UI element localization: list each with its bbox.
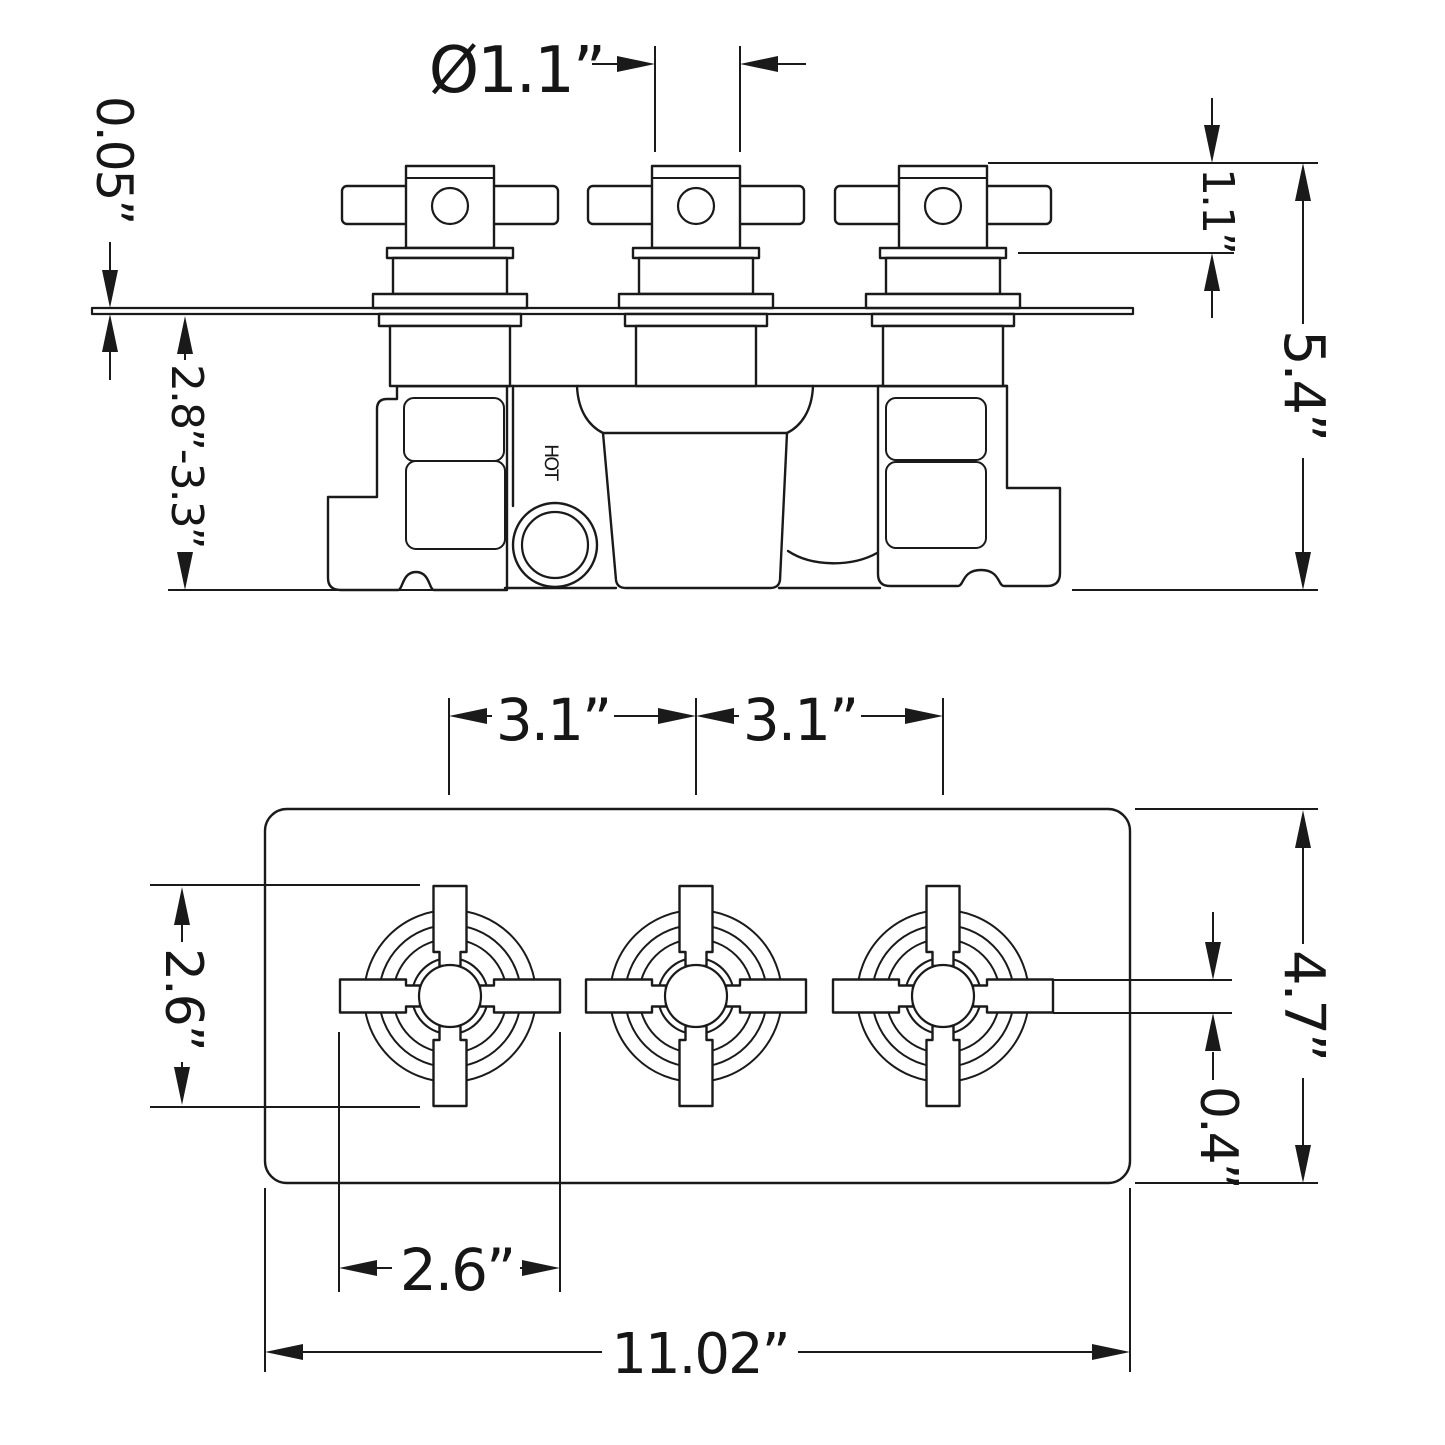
dim-stem-diameter-label: Ø1.1” <box>429 34 604 108</box>
dim-overall-height-label: 5.4” <box>1271 330 1336 440</box>
dim-depth-range-label: 2.8”-3.3” <box>161 364 212 547</box>
dim-arm-width: 0.4” <box>1053 912 1248 1188</box>
dim-spacing-left-label: 3.1” <box>496 686 610 754</box>
handle-middle-elevation <box>586 164 806 388</box>
body-left-block <box>326 384 509 592</box>
dim-handle-height-label: 1.1” <box>1192 168 1243 253</box>
dim-plate-height-label: 4.7” <box>1271 950 1336 1060</box>
dim-stem-diameter: Ø1.1” <box>429 34 806 152</box>
dim-handle-spacing: 3.1” 3.1” <box>448 686 944 795</box>
dim-plate-width: 11.02” <box>264 1188 1131 1387</box>
dim-depth-range: 2.8”-3.3” <box>161 316 438 591</box>
handle-right-elevation <box>833 164 1053 388</box>
dim-plate-thickness: 0.05” <box>85 96 143 380</box>
dim-arm-width-label: 0.4” <box>1188 1086 1248 1188</box>
elevation-view: HOT Ø1.1” 0.05” 2.8”-3.3” <box>85 34 1336 592</box>
valve-rough-in-body: HOT <box>326 384 1062 592</box>
body-right-block <box>876 384 1062 588</box>
dim-plate-height: 4.7” <box>1135 808 1336 1184</box>
plan-view: 3.1” 3.1” 2.6” 2.6” <box>150 686 1336 1387</box>
dim-plate-width-label: 11.02” <box>611 1322 788 1387</box>
dim-plate-thickness-label: 0.05” <box>85 96 143 223</box>
dim-vertical-span: 2.6” <box>150 884 420 1108</box>
handle-left-elevation <box>340 164 560 388</box>
dim-handle-height: 1.1” <box>988 98 1318 318</box>
dim-horizontal-span-label: 2.6” <box>400 1236 514 1304</box>
hot-port-label: HOT <box>540 444 562 481</box>
dim-overall-height: 5.4” <box>1072 163 1336 591</box>
dim-horizontal-span: 2.6” <box>338 1032 561 1304</box>
dim-spacing-right-label: 3.1” <box>743 686 857 754</box>
wall-plate-edge <box>90 306 1135 316</box>
dim-vertical-span-label: 2.6” <box>153 948 213 1050</box>
cartridge-housing <box>601 431 789 590</box>
